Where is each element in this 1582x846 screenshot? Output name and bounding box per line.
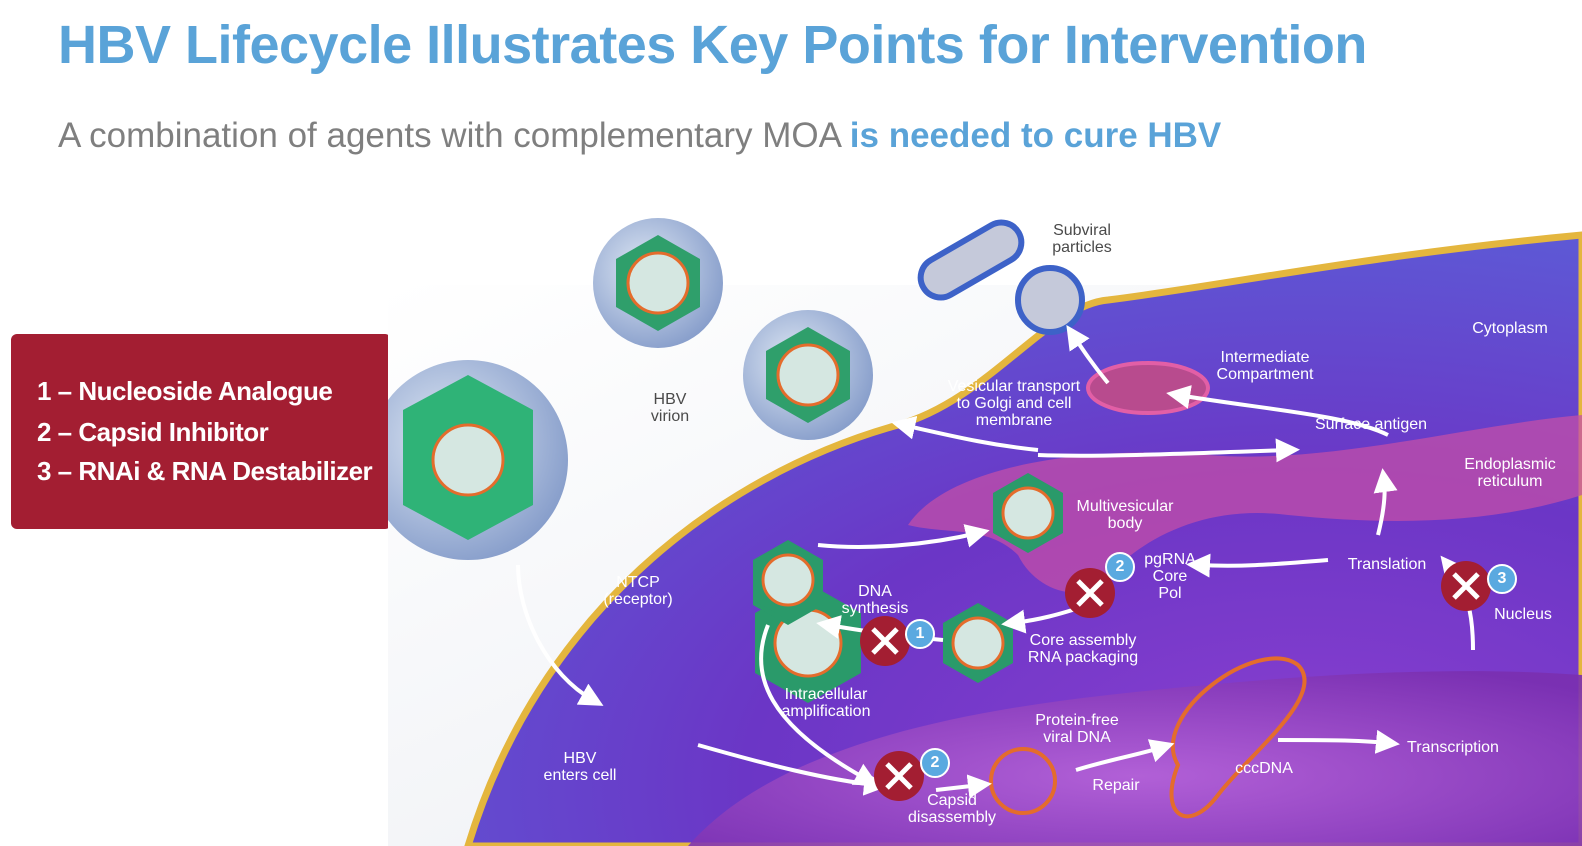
label-nucleus: Nucleus — [1494, 606, 1552, 623]
block-x-pgrna — [1065, 568, 1115, 618]
label-dna-synthesis: DNA synthesis — [841, 583, 909, 617]
badge-circle-1 — [905, 619, 935, 649]
label-repair: Repair — [1092, 777, 1140, 794]
label-surface-antigen: Surface antigen — [1314, 416, 1428, 433]
label-cccdna: cccDNA — [1235, 760, 1293, 777]
label-vesicular-transport: Vesicular transport to Golgi and cell me… — [947, 378, 1081, 429]
badge-circle-2a — [1105, 552, 1135, 582]
label-protein-free-dna: Protein-free viral DNA — [1035, 712, 1119, 746]
label-multivesicular-body: Multivesicular body — [1076, 498, 1174, 532]
page-title: HBV Lifecycle Illustrates Key Points for… — [58, 15, 1367, 75]
label-intracellular-amplification: Intracellular amplification — [781, 686, 871, 720]
label-intermediate-compartment: Intermediate Compartment — [1216, 349, 1314, 383]
label-transcription: Transcription — [1407, 739, 1499, 756]
subtitle-emphasis: is needed to cure HBV — [849, 116, 1222, 155]
badge-nucleus: 3 — [1497, 570, 1507, 587]
badge-dna-synthesis: 1 — [915, 625, 925, 642]
label-subviral-particles: Subviral particles — [1052, 222, 1112, 256]
badge-capsid: 2 — [930, 754, 940, 771]
badge-circle-2b — [920, 748, 950, 778]
intervention-legend: 1 – Nucleoside Analogue 2 – Capsid Inhib… — [11, 334, 391, 529]
label-ntcp-receptor: NTCP (receptor) — [603, 574, 673, 608]
label-cytoplasm: Cytoplasm — [1472, 320, 1548, 337]
label-hbv-virion: HBV virion — [650, 391, 690, 425]
label-capsid-disassembly: Capsid disassembly — [907, 792, 997, 826]
label-translation: Translation — [1347, 556, 1427, 573]
label-endoplasmic-reticulum: Endoplasmic reticulum — [1464, 456, 1556, 490]
block-x-capsid — [874, 751, 924, 801]
label-hbv-enters-cell: HBV enters cell — [543, 750, 617, 784]
badge-circle-3 — [1487, 564, 1517, 594]
label-core-assembly: Core assembly RNA packaging — [1027, 632, 1139, 666]
page-subtitle: A combination of agents with complementa… — [58, 116, 1221, 156]
subtitle-plain: A combination of agents with complementa… — [58, 116, 841, 155]
legend-item-3: 3 – RNAi & RNA Destabilizer — [37, 456, 373, 486]
block-x-dna-synthesis — [860, 616, 910, 666]
block-x-nucleus — [1441, 561, 1491, 611]
legend-item-2: 2 – Capsid Inhibitor — [37, 417, 269, 447]
legend-item-1: 1 – Nucleoside Analogue — [37, 376, 333, 406]
badge-pgrna: 2 — [1115, 558, 1125, 575]
lifecycle-illustration — [388, 218, 1582, 846]
label-pgrna-core-pol: pgRNA Core Pol — [1144, 551, 1196, 602]
hbv-lifecycle-diagram: 1 2 3 2 Subviral particles HBV virion Cy… — [388, 195, 1582, 846]
